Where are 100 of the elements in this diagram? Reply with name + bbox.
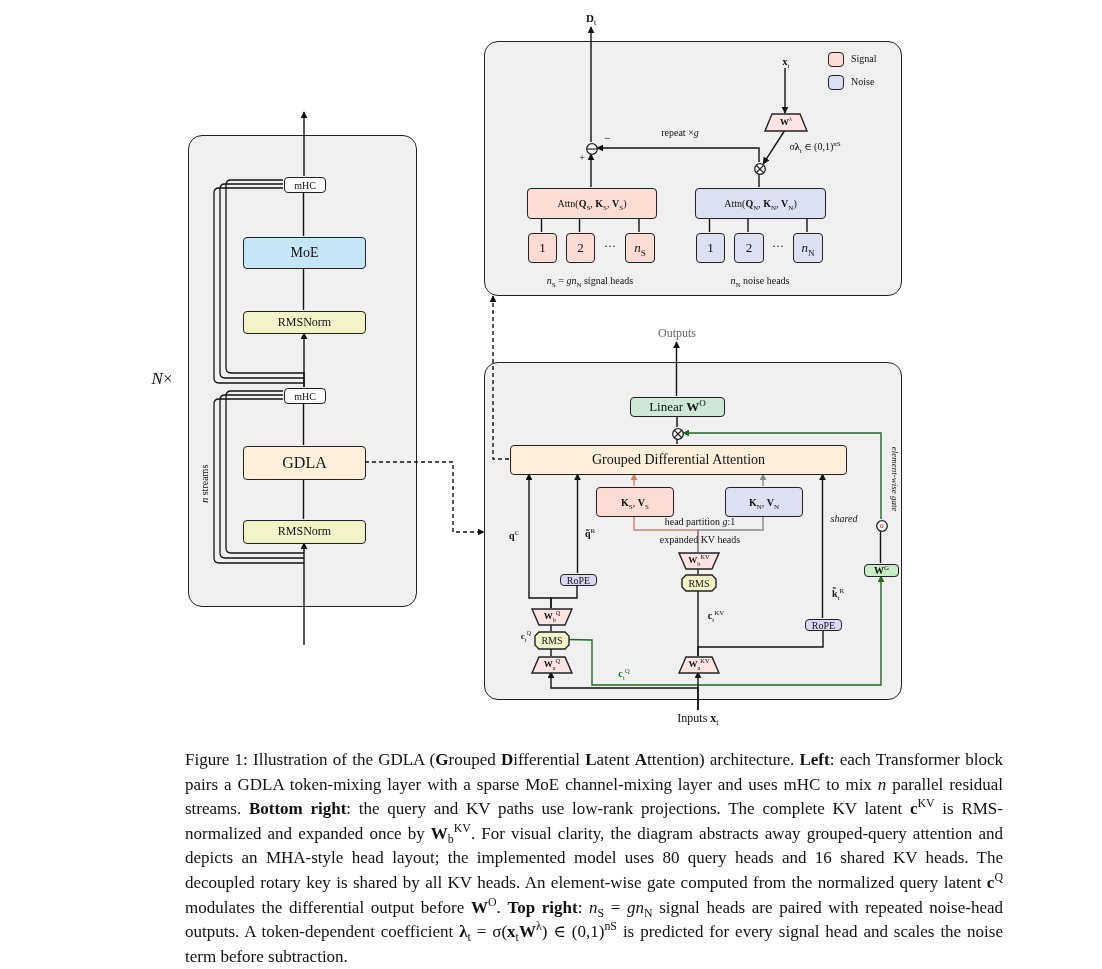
connector-line	[676, 415, 678, 428]
process-box	[630, 397, 725, 417]
box-label: Attn(Q$_{N}$, K$_{N}$, V$_{N}$)	[724, 198, 797, 209]
connector-line	[550, 623, 552, 632]
annotation-text: element-wise gate	[889, 446, 901, 512]
annotation-text: −	[603, 132, 611, 145]
annotation-text: n$_{N}$ noise heads	[730, 275, 790, 287]
box-label: K$_{S}$, V$_{S}$	[621, 496, 649, 508]
arrow	[587, 153, 595, 188]
arrow	[489, 295, 510, 460]
box-label: RoPE	[566, 574, 591, 586]
connector-line	[758, 173, 760, 188]
annotation-text: n streams	[199, 464, 211, 503]
process-box	[243, 446, 366, 480]
process-box	[560, 574, 597, 586]
process-box	[696, 233, 725, 263]
arrow	[574, 473, 581, 574]
connector-line	[697, 567, 699, 575]
box-label: K$_{N}$, V$_{N}$	[748, 496, 780, 508]
process-box	[527, 188, 657, 219]
connector-line	[676, 438, 678, 445]
box-label: Attn(Q$_{S}$, K$_{S}$, V$_{S}$)	[557, 198, 627, 209]
arrow	[759, 473, 767, 487]
box-label: mHC	[294, 179, 316, 191]
arrow	[762, 129, 786, 165]
box-label: n$_{S}$	[634, 240, 646, 256]
connector-line	[747, 217, 749, 233]
connector-line	[697, 629, 824, 657]
annotation-text: n$_{S}$ = gn$_{N}$ signal heads	[546, 275, 634, 287]
projection-trapezoid	[679, 553, 719, 569]
connector-line	[806, 217, 808, 233]
multiply-circle	[754, 163, 766, 175]
panel-background	[188, 135, 417, 607]
norm-octagon	[682, 575, 716, 591]
edge-label: σλ$_{t}$ ∈ (0,1)$^{nS}$	[788, 141, 842, 153]
legend-label: Signal	[851, 53, 877, 64]
process-box	[243, 520, 366, 544]
process-box	[243, 311, 366, 334]
annotation-text: expanded KV heads	[659, 534, 741, 546]
arrow	[781, 67, 789, 114]
connector-line	[302, 267, 305, 311]
process-box	[695, 188, 826, 219]
box-label: RMSNorm	[277, 525, 332, 539]
box-label: RMSNorm	[277, 315, 332, 330]
process-box	[284, 388, 326, 404]
arrow	[596, 144, 760, 163]
edge-label: q̃$^{R}$	[583, 528, 597, 540]
projection-trapezoid	[679, 657, 719, 673]
connector-line	[697, 515, 764, 553]
node-label: D$_{t}$	[585, 11, 597, 25]
box-label: 2	[577, 240, 584, 256]
box-label: W$^{G}$	[873, 565, 890, 576]
box-label: W$^{λ}$	[779, 117, 793, 128]
connector-line	[638, 217, 640, 233]
norm-octagon	[535, 632, 569, 649]
edge-label: repeat ×g	[660, 127, 700, 139]
annotation-text: head partition g:1	[664, 516, 736, 528]
residual-stream-lines	[213, 179, 305, 388]
box-label: σ	[879, 521, 885, 531]
process-box	[528, 233, 557, 263]
box-label: RMS	[541, 635, 563, 646]
node-label: Outputs	[658, 327, 696, 341]
arrow	[673, 341, 680, 397]
projection-trapezoid	[532, 609, 572, 625]
arrow	[300, 111, 308, 177]
panel-background	[484, 41, 902, 296]
box-label: 2	[745, 240, 753, 256]
box-label: 1	[707, 240, 714, 256]
arrow	[819, 473, 826, 619]
node-label: x$_{t}$	[782, 55, 790, 67]
box-label: MoE	[290, 245, 319, 261]
annotation-text: N×	[151, 369, 173, 389]
annotation-text: +	[579, 152, 585, 164]
arrow	[587, 26, 595, 143]
connector-line	[550, 647, 552, 657]
process-box	[734, 233, 764, 263]
process-box	[284, 177, 326, 193]
node-label: Inputs x$_{t}$	[677, 711, 719, 726]
connector-line	[879, 530, 882, 564]
process-box	[805, 619, 842, 631]
arrow	[630, 473, 638, 487]
arrow	[547, 671, 699, 711]
box-label: Grouped Differential Attention	[591, 452, 766, 468]
process-box	[725, 487, 803, 517]
connector-line	[540, 217, 543, 233]
process-box	[625, 233, 655, 263]
box-label: GDLA	[282, 454, 327, 472]
arrow	[300, 542, 308, 646]
box-label: n$_{N}$	[801, 240, 815, 256]
arrow	[567, 575, 885, 686]
residual-stream-lines	[213, 390, 305, 564]
box-label: Linear W$^{O}$	[649, 399, 706, 415]
process-box	[510, 445, 847, 475]
figure-caption: Figure 1: Illustration of the GDLA (Grouped Differential Latent Attention) architecture. Left: each Transformer block pairs a GDLA token-mixing layer with a sparse MoE channel-mixing layer and uses mHC to mix n parallel residual streams. Bottom right: the query and KV paths use low-rank projections. The complete KV latent c$^{KV}$ is RMS-normalized and expanded once by W$_{b}$$^{KV}$. For visual clarity, the diagram abstracts away grouped-query attention and depicts an MHA-style head layout; the implemented model uses 80 query heads and 16 shared KV heads. The decoupled rotary key is shared by all KV heads. An element-wise gate computed from the normalized query latent c$^{Q}$ modulates the differential output before W$^{O}$. Top right: n$_{S}$ = gn$_{N}$ signal heads are paired with repeated noise-head outputs. A token-dependent coefficient λ$_{t}$ = σ(x$_{t}$W$^{λ}$) ∈ (0,1)$^{nS}$ is predicted for every signal head and scales the noise term before subtraction.	[185, 749, 1003, 968]
arrow	[682, 429, 882, 520]
multiply-circle	[672, 428, 684, 440]
process-box	[566, 233, 595, 263]
connector-line	[550, 584, 578, 609]
projection-trapezoid	[765, 114, 807, 131]
subtract-circle	[586, 143, 598, 155]
